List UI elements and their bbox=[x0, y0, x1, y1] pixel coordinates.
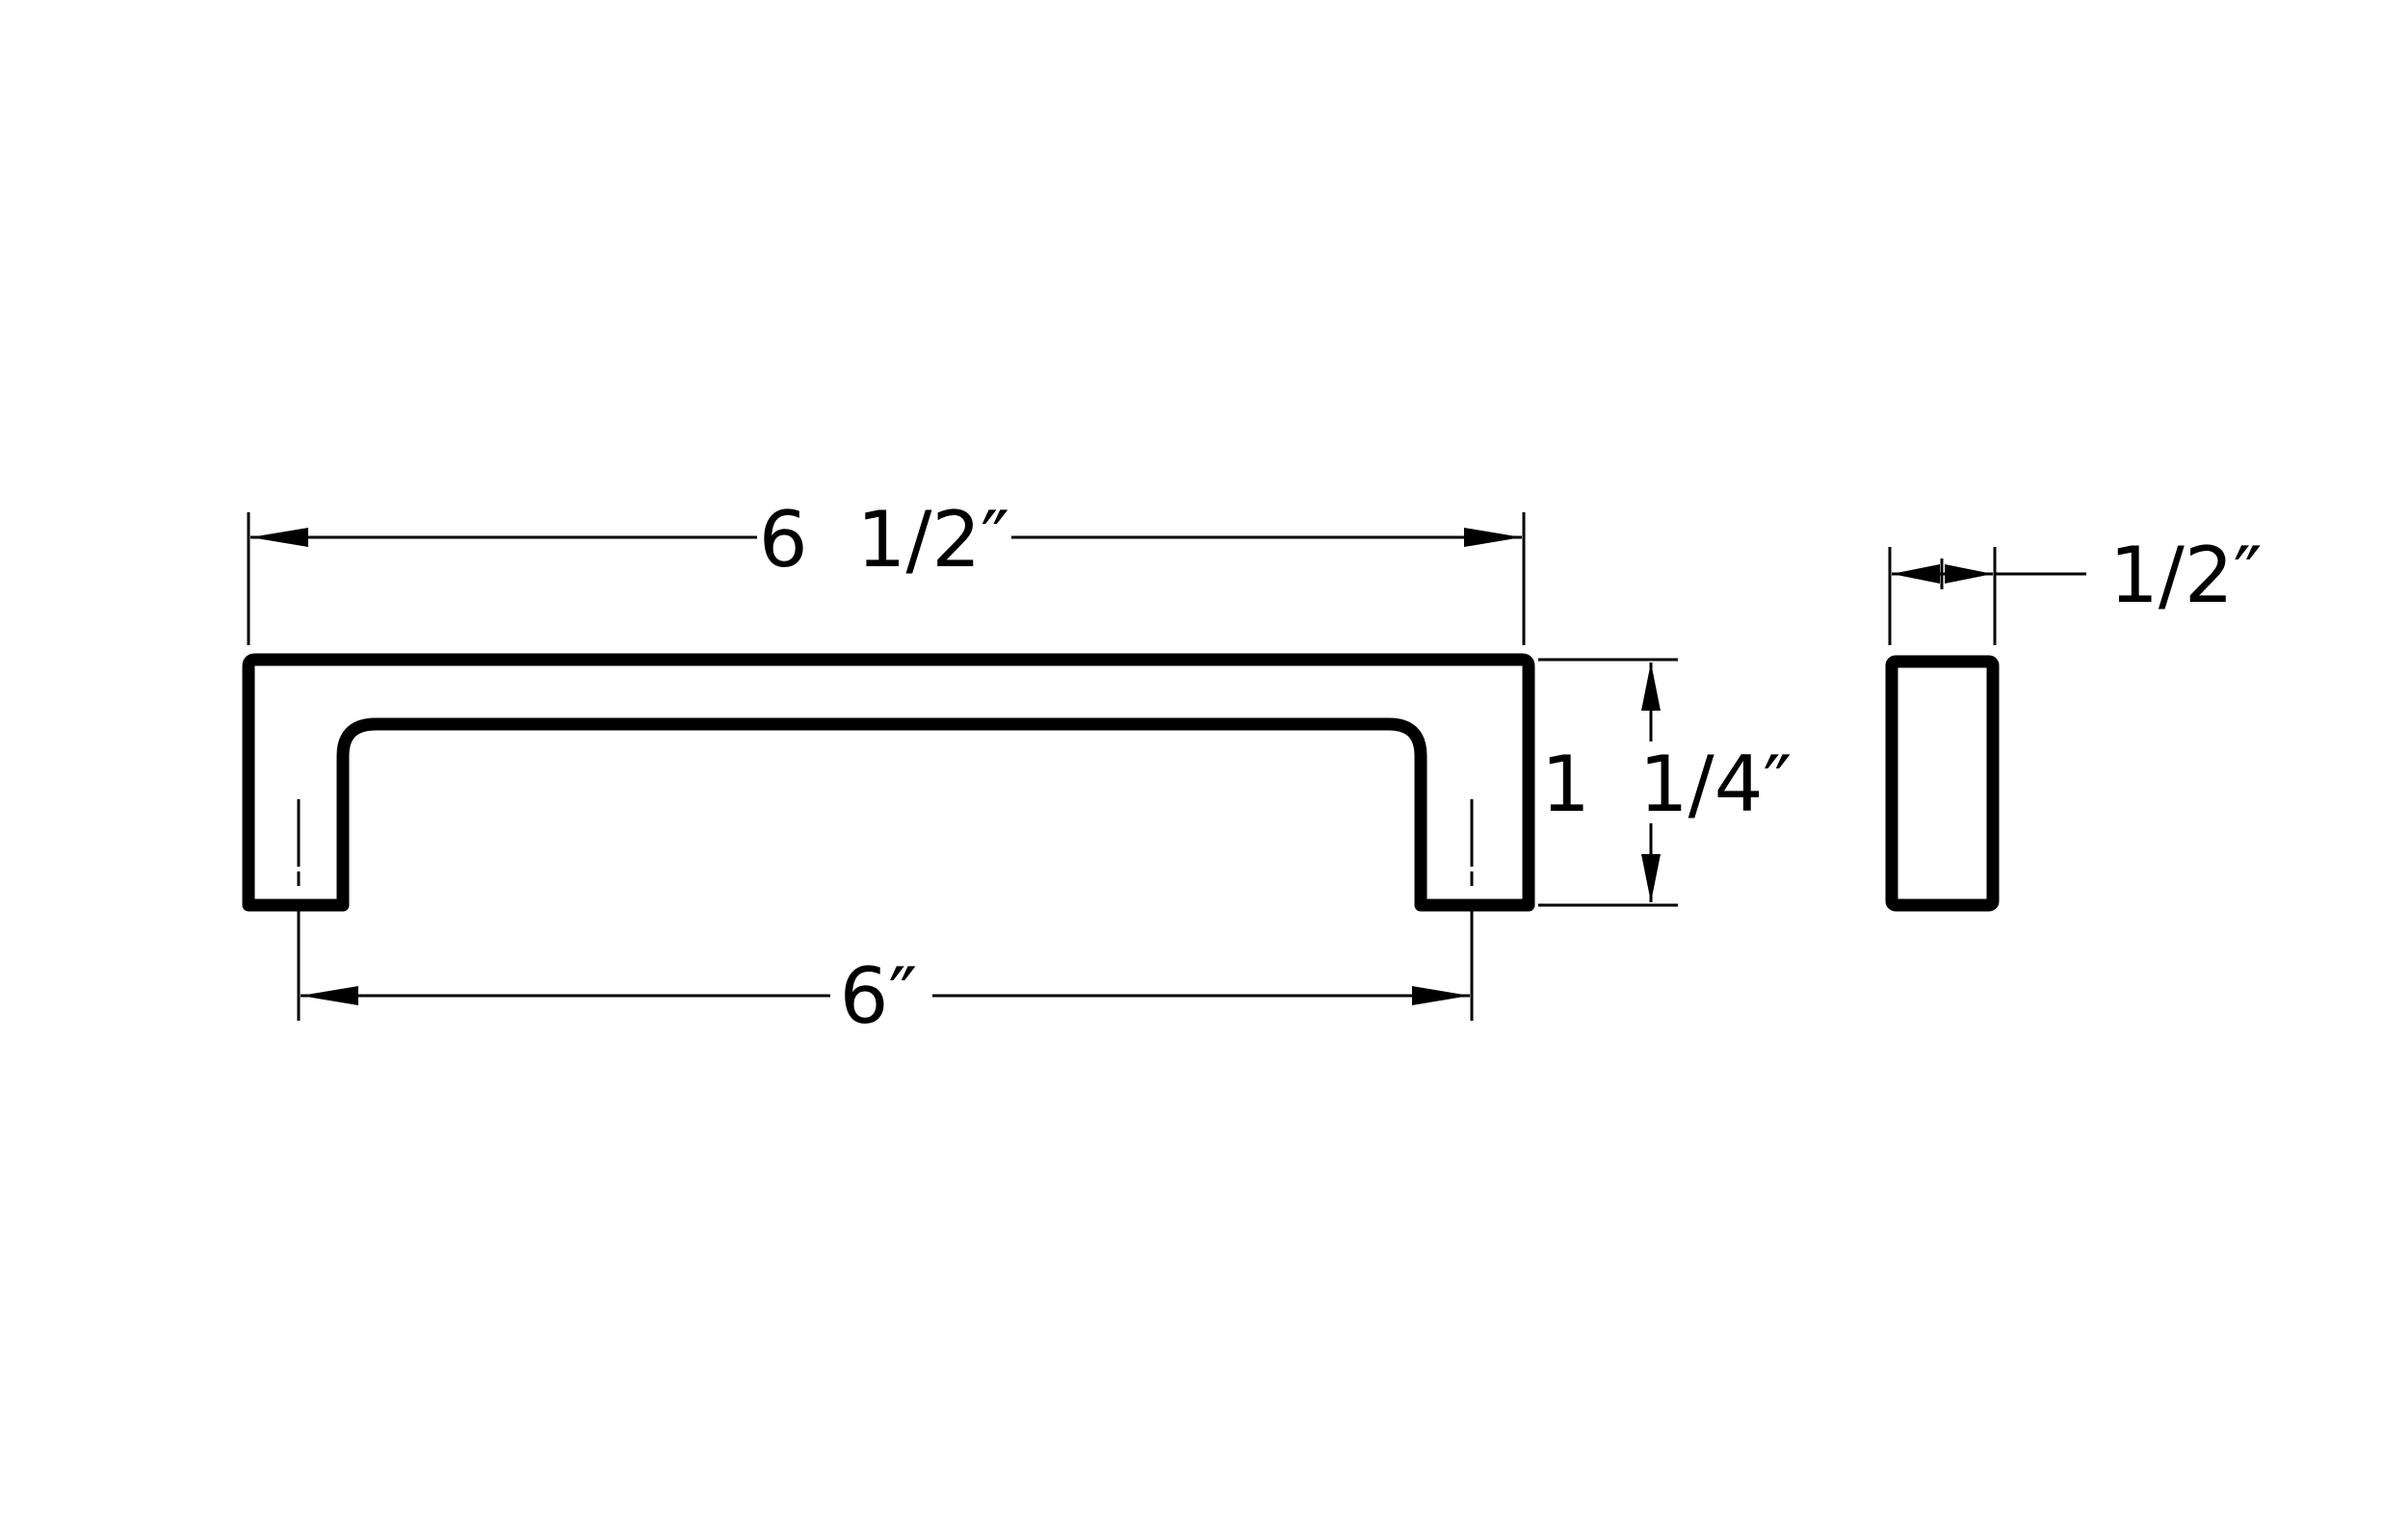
bar-width-dimension: 1/2″ bbox=[1888, 531, 2263, 645]
overall-length-dimension: 6 1/2″ bbox=[247, 495, 1526, 645]
center-to-center-dimension: 6″ bbox=[297, 910, 1474, 1041]
front-view bbox=[242, 653, 1535, 912]
center-to-center-label: 6″ bbox=[840, 951, 918, 1041]
projection-dimension: 1 1/4″ bbox=[1538, 658, 1792, 907]
bar-cross-section bbox=[1885, 655, 2000, 912]
bar-width-label: 1/2″ bbox=[2109, 531, 2263, 620]
projection-label: 1 1/4″ bbox=[1541, 740, 1792, 829]
side-view bbox=[1885, 655, 2000, 912]
overall-length-label: 6 1/2″ bbox=[759, 495, 1009, 585]
handle-profile bbox=[242, 653, 1535, 912]
